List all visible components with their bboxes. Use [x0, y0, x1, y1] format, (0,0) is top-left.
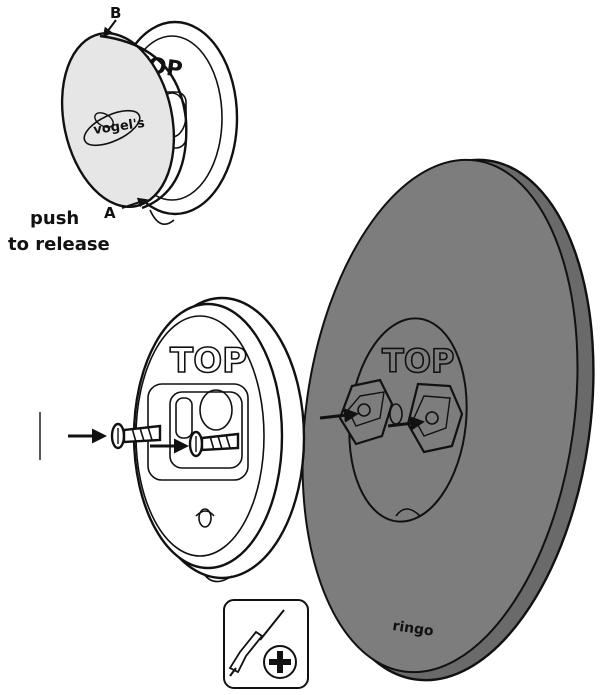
arrow-icon	[387, 415, 425, 431]
cap-disc	[60, 31, 176, 209]
phillips-plus-icon	[263, 645, 297, 679]
small-mount-with-cap: TOP vogel's B A push to release	[8, 4, 239, 255]
arrow-icon	[319, 407, 359, 423]
mirror-back-plate: TOP ringo	[301, 158, 595, 682]
push-label: push	[30, 208, 79, 229]
vogels-logo: vogel's	[83, 109, 146, 147]
plate-brand-label: ringo	[391, 618, 435, 640]
screw-icon	[110, 422, 162, 450]
svg-text:vogel's: vogel's	[92, 116, 146, 138]
tool-icon-box	[223, 599, 309, 689]
label-b: B	[110, 4, 121, 22]
mount-top-label: TOP	[170, 341, 247, 381]
arrow-icon	[102, 19, 117, 38]
plate-top-label: TOP	[382, 342, 454, 380]
hex-nut-icon	[338, 378, 394, 446]
screw-icon	[188, 430, 240, 458]
arrow-icon	[121, 197, 148, 209]
release-label: to release	[8, 234, 110, 255]
label-a: A	[104, 204, 116, 222]
screwdriver-icon	[228, 609, 285, 677]
